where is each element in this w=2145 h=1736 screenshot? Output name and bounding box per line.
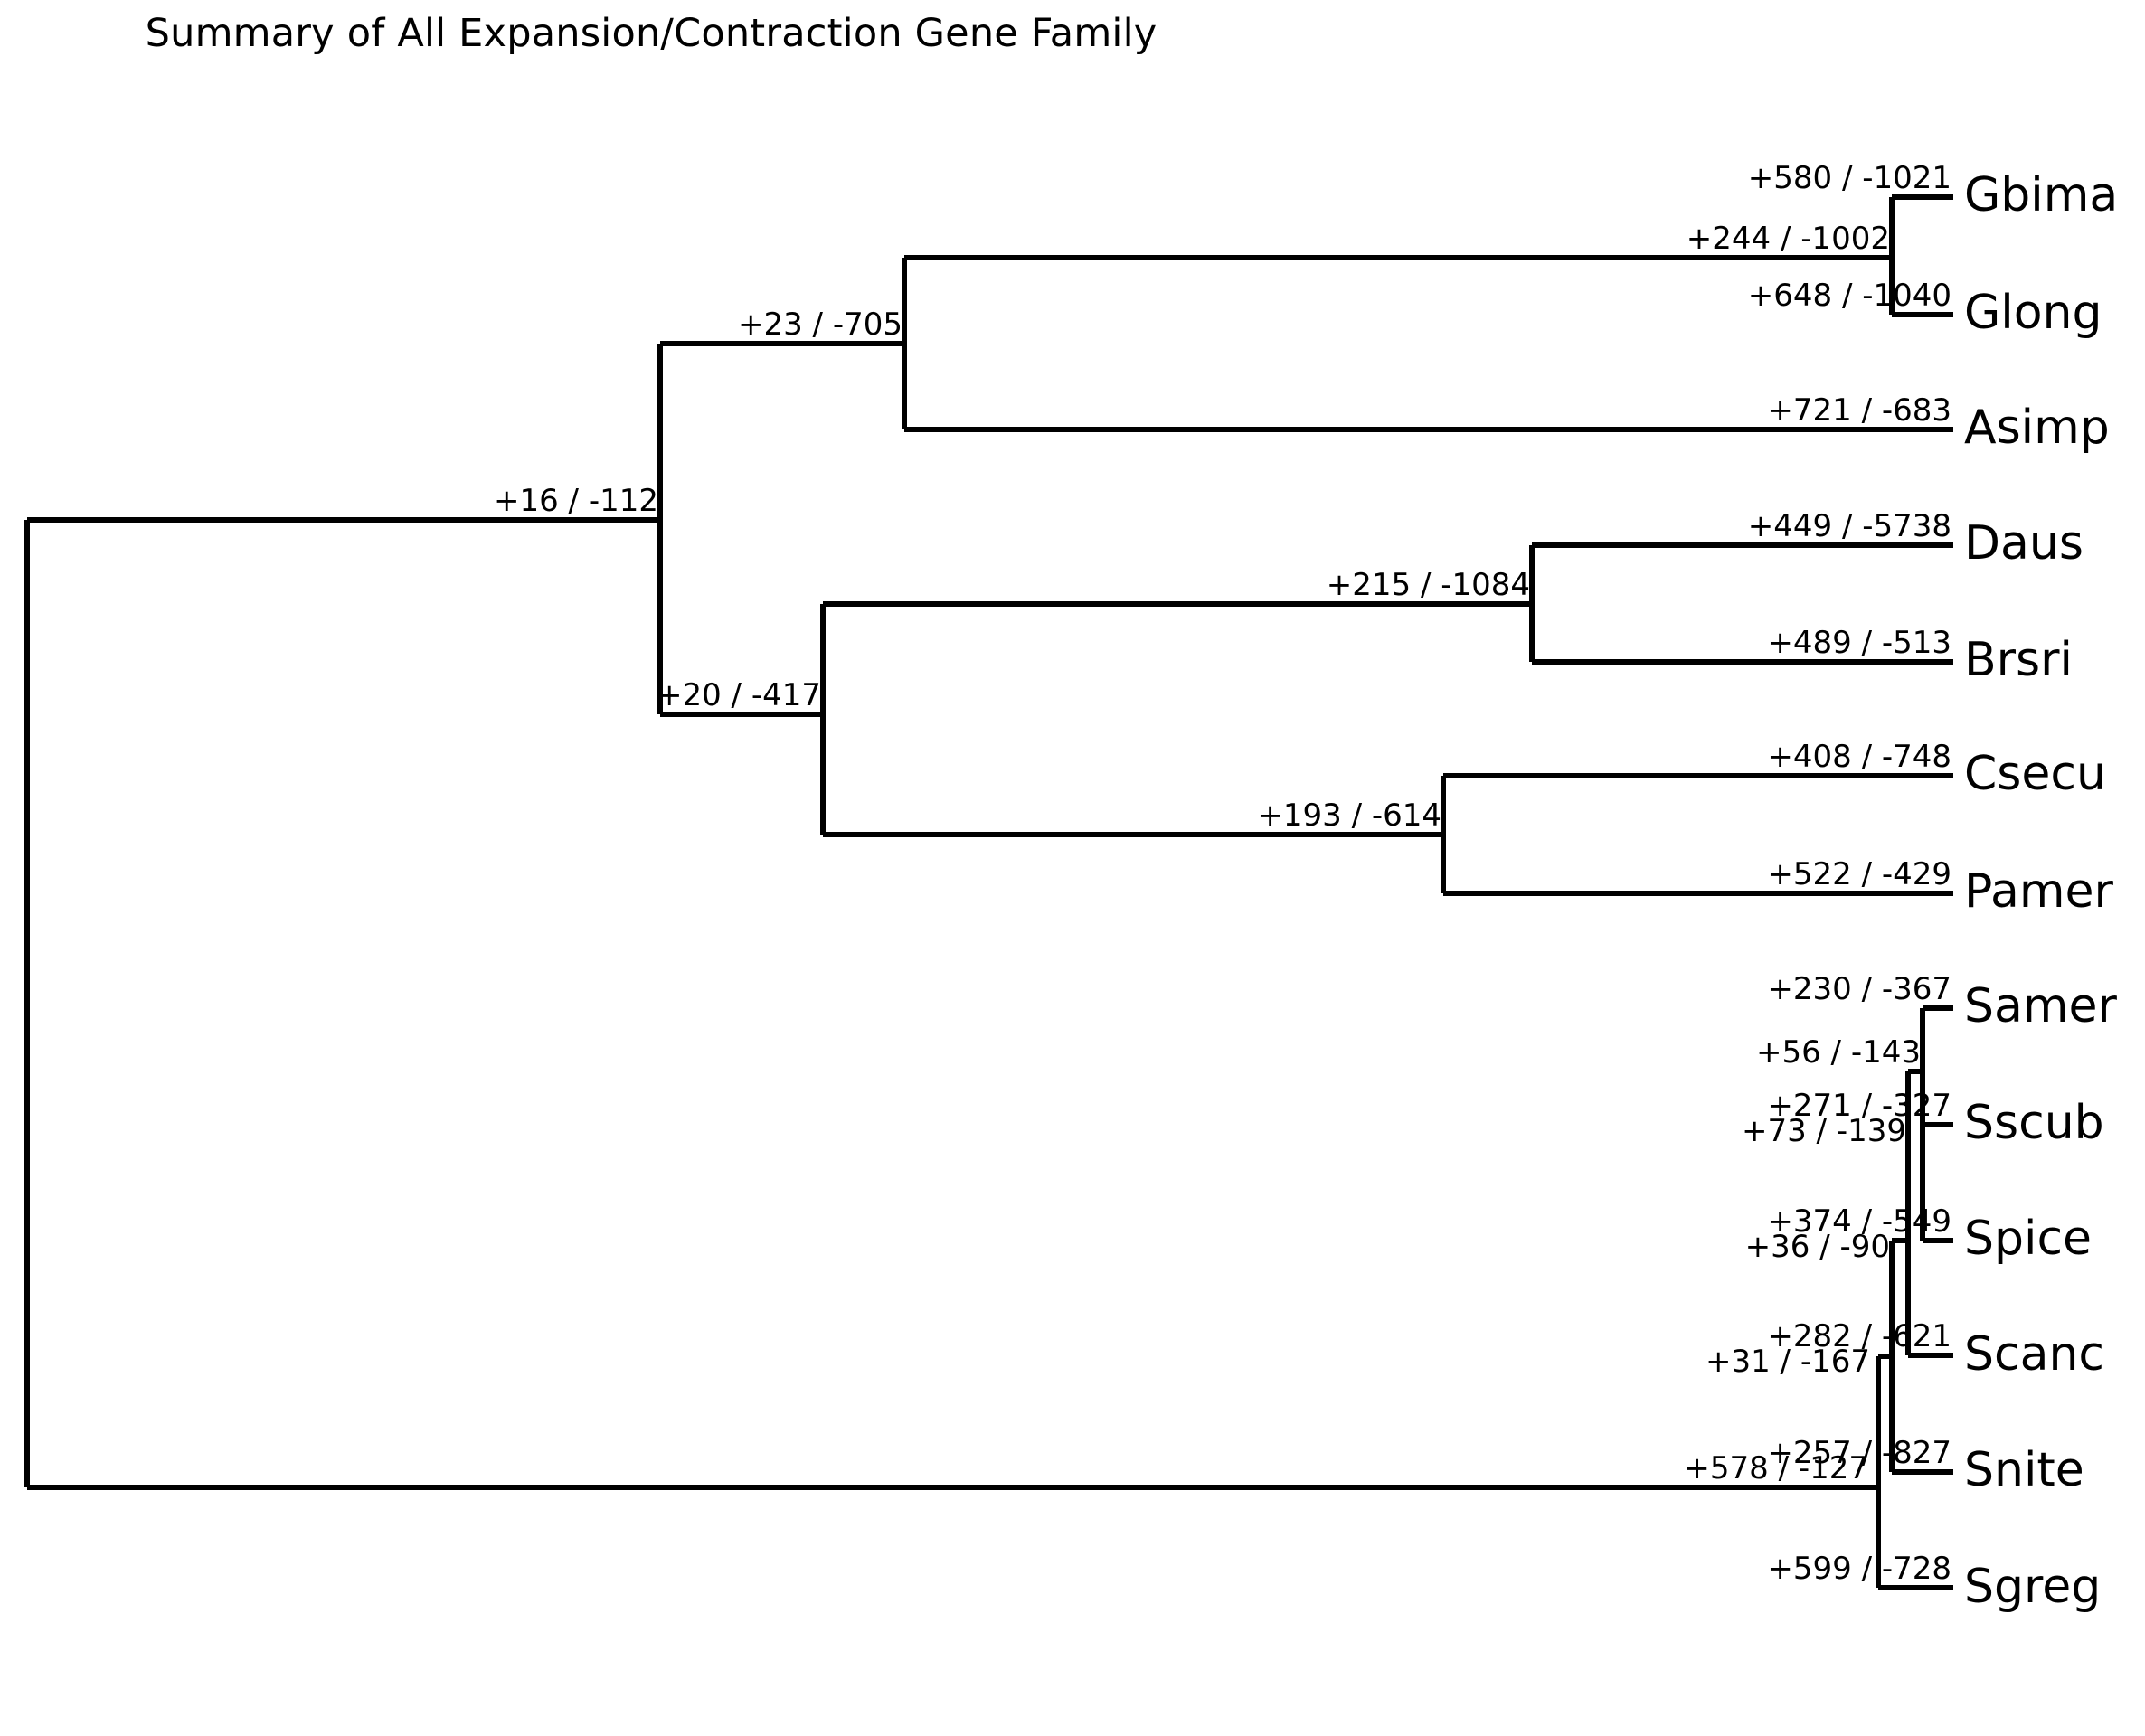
leaf-label-glong: Glong [1964,286,2102,340]
leaf-label-sscub: Sscub [1964,1096,2104,1150]
leaf-label-samer: Samer [1964,979,2117,1033]
branch-label-daus-brsri-csecu-pamer: +20 / -417 [657,677,821,713]
leaf-label-snite: Snite [1964,1443,2084,1497]
branch-label-glong: +648 / -1040 [1747,278,1951,314]
branch-label-daus: +449 / -5738 [1747,508,1951,544]
branch-label-pamer: +522 / -429 [1767,856,1951,892]
branch-label-csecu: +408 / -748 [1767,739,1951,775]
branch-label-spice: +374 / -549 [1767,1203,1951,1240]
branch-label-snite: +257 / -827 [1767,1435,1951,1471]
leaf-label-sgreg: Sgreg [1964,1560,2102,1614]
branch-label-samer: +230 / -367 [1767,971,1951,1007]
branch-label-daus-brsri: +215 / -1084 [1326,567,1530,603]
leaf-label-pamer: Pamer [1964,864,2113,919]
branch-label-samer-sscub-spice-scanc: +36 / -90 [1744,1229,1890,1265]
leaf-label-csecu: Csecu [1964,747,2106,801]
branch-label-gbima-glong: +244 / -1002 [1686,221,1890,257]
branch-label-samer-sscub: +56 / -143 [1756,1034,1921,1071]
branch-label-gbima: +580 / -1021 [1747,160,1951,196]
page-title: Summary of All Expansion/Contraction Gen… [145,11,1158,56]
branch-label-sclade-upper: +31 / -167 [1706,1344,1870,1380]
branch-label-sgreg: +599 / -728 [1767,1551,1951,1587]
branch-label-sclade-root: +578 / -127 [1684,1450,1868,1486]
branch-label-gbima-glong-asimp: +23 / -705 [738,307,902,343]
branch-label-samer-sscub-spice: +73 / -139 [1742,1113,1906,1149]
leaf-label-asimp: Asimp [1964,401,2110,455]
leaf-label-gbima: Gbima [1964,168,2119,222]
branch-label-csecu-pamer: +193 / -614 [1257,797,1441,834]
leaf-label-scanc: Scanc [1964,1327,2105,1382]
branch-label-sscub: +271 / -327 [1767,1088,1951,1124]
leaf-label-daus: Daus [1964,516,2084,571]
branch-label-scanc: +282 / -621 [1767,1318,1951,1354]
leaf-label-brsri: Brsri [1964,633,2073,687]
branch-label-asimp: +721 / -683 [1767,392,1951,429]
leaf-label-spice: Spice [1964,1212,2093,1266]
branch-label-brsri: +489 / -513 [1767,625,1951,661]
branch-label-root-upper: +16 / -112 [494,483,658,519]
